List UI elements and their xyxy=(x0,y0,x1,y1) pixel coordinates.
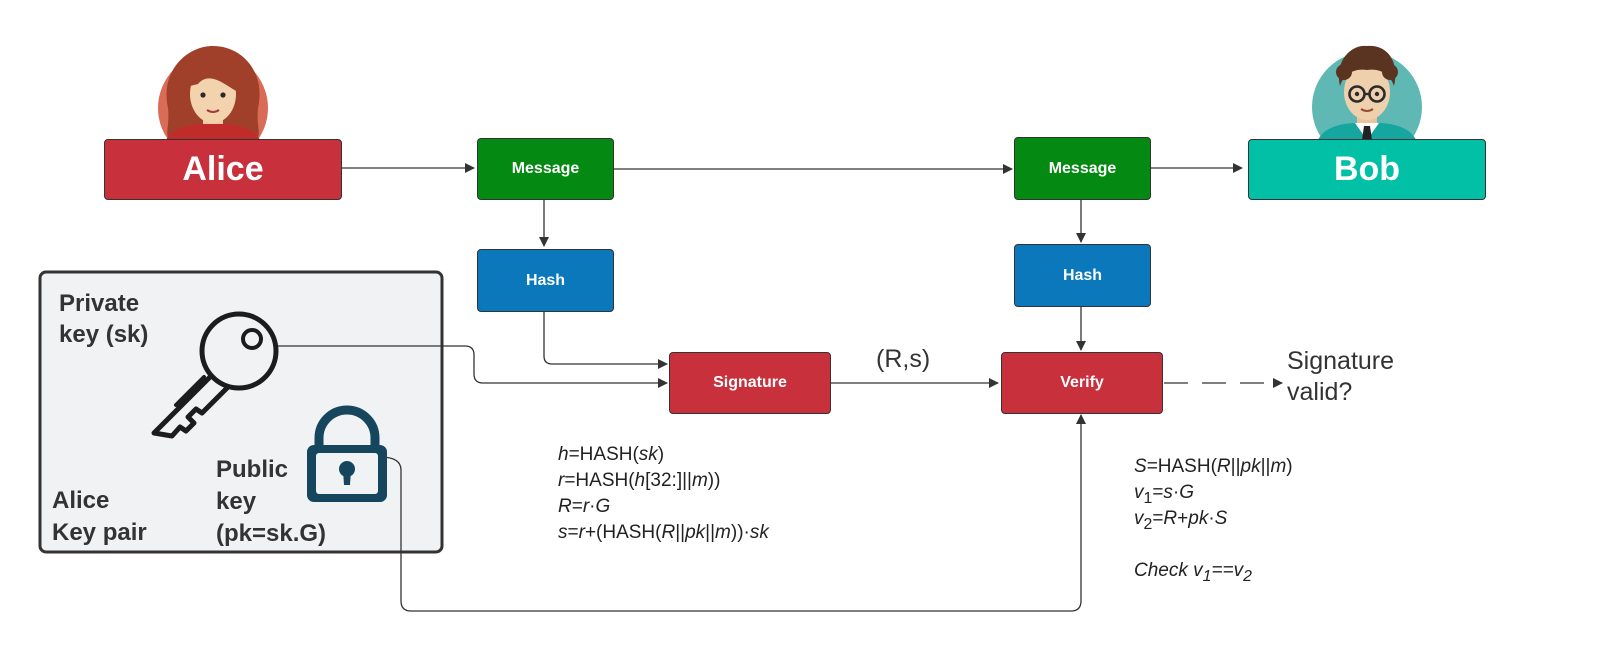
signature-node: Signature xyxy=(669,352,831,414)
signature-valid-label: Signature valid? xyxy=(1287,347,1395,406)
equation-line: Check v1==v2 xyxy=(1134,560,1252,585)
equation-line: r=HASH(h[32:]||m)) xyxy=(558,470,721,491)
arrow-private-key-to-signature xyxy=(277,345,668,388)
public-key-label: Public key (pk=sk.G) xyxy=(216,456,327,547)
alice-box: Alice xyxy=(104,139,342,200)
keypair-title: Alice Key pair xyxy=(52,487,147,546)
bob-avatar xyxy=(1312,45,1422,162)
equation-line: h=HASH(sk) xyxy=(558,444,665,465)
key-icon xyxy=(151,311,279,439)
equation-line: v2=R+pk·S xyxy=(1134,508,1228,533)
equation-line: S=HASH(R||pk||m) xyxy=(1134,456,1293,477)
equation-line: R=r·G xyxy=(558,496,611,517)
arrow-hash-to-signature xyxy=(543,312,668,369)
equation-line xyxy=(1134,532,1293,558)
bob-hash-node: Hash xyxy=(1014,244,1151,307)
bob-message-node: Message xyxy=(1014,137,1151,200)
alice-avatar xyxy=(158,46,268,163)
signing-equations: h=HASH(sk) r=HASH(h[32:]||m)) R=r·G s=r+(HA… xyxy=(558,442,769,546)
equation-line: s=r+(HASH(R||pk||m))·sk xyxy=(558,522,769,543)
equation-line: v1=s·G xyxy=(1134,482,1195,507)
padlock-icon xyxy=(307,405,387,502)
private-key-label: Private key (sk) xyxy=(59,290,149,348)
verify-node: Verify xyxy=(1001,352,1163,414)
arrow-public-key-to-verify xyxy=(379,414,1086,612)
signature-output-label: (R,s) xyxy=(876,345,931,373)
bob-box: Bob xyxy=(1248,139,1486,200)
alice-message-node: Message xyxy=(477,138,614,200)
alice-hash-node: Hash xyxy=(477,249,614,312)
